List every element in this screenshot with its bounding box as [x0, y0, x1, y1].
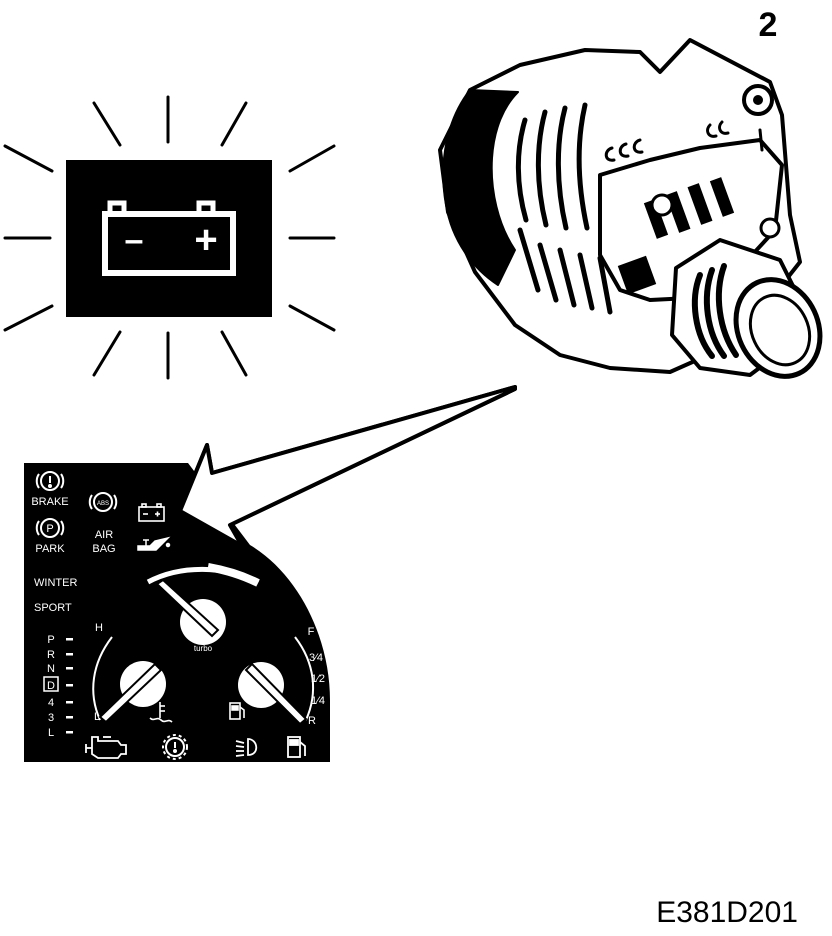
brake-label: BRAKE [31, 496, 68, 508]
gear-label-p: P [47, 634, 54, 646]
turbo-gauge-needle [155, 578, 220, 638]
airbag-label-line2: BAG [92, 543, 115, 555]
low-fuel-icon [287, 736, 306, 758]
alternator-illustration [438, 38, 823, 379]
callout-number: 2 [759, 6, 778, 44]
battery-icon: – + [102, 200, 236, 276]
figure-code: E381D201 [656, 896, 798, 929]
turbo-boost-gauge: turbo [146, 563, 260, 653]
temp-low-label: L [94, 711, 100, 723]
temp-gauge-needle [98, 662, 163, 724]
mounting-ear-side [650, 193, 674, 217]
winter-mode-label: WINTER [34, 577, 77, 589]
battery-icon-small [138, 503, 165, 522]
abs-warning-icon [88, 492, 118, 512]
park-brake-symbol: P [46, 523, 53, 535]
gear-selector-indicator: P R N D 4 3 L [43, 634, 73, 739]
coolant-temperature-gauge: H L [92, 622, 173, 724]
abs-label: ABS [97, 501, 109, 507]
oil-pressure-icon [137, 536, 171, 551]
park-label: PARK [35, 543, 65, 555]
coolant-temp-icon [149, 702, 173, 723]
system-warning-gear-icon [162, 734, 188, 760]
cooling-fins [515, 102, 613, 315]
fuel-three-quarter-label: 3⁄4 [309, 652, 323, 664]
mounting-ear-lower [759, 217, 781, 239]
bracket-vents [617, 177, 735, 295]
lamp-panel [66, 160, 272, 317]
temp-high-label: H [95, 622, 103, 634]
fuel-gauge-needle [244, 662, 308, 726]
airbag-label-line1: AIR [95, 529, 113, 541]
gear-label-4: 4 [48, 697, 54, 709]
lamp-rays [3, 95, 336, 380]
headlamp-icon [235, 738, 258, 757]
fuel-quarter-label: 1⁄4 [311, 695, 325, 707]
terminal-markings [604, 120, 764, 162]
turbo-label: turbo [194, 644, 213, 653]
battery-minus-sign: – [125, 221, 144, 259]
fuel-pump-icon [229, 702, 245, 720]
gear-label-n: N [47, 663, 55, 675]
sport-mode-label: SPORT [34, 602, 72, 614]
instrument-cluster: BRAKE P PARK ABS AIR BAG [24, 385, 517, 762]
gear-label-r: R [47, 649, 55, 661]
brake-warning-icon [35, 471, 65, 491]
battery-warning-lamp: – + [3, 95, 336, 380]
drive-pulley [670, 238, 823, 379]
gear-label-d: D [47, 680, 55, 692]
park-brake-icon [35, 518, 65, 538]
gear-d-highlight [43, 676, 59, 692]
gear-label-l: L [48, 727, 54, 739]
fuel-gauge: F 3⁄4 1⁄2 1⁄4 R [229, 626, 325, 727]
gear-label-3: 3 [48, 712, 54, 724]
battery-plus-sign: + [194, 218, 217, 262]
alternator-rear-cap [442, 89, 519, 286]
fuel-full-label: F [308, 626, 315, 638]
fuel-half-label: 1⁄2 [311, 673, 325, 685]
fuel-reserve-label: R [308, 715, 316, 727]
check-engine-icon [85, 736, 127, 759]
